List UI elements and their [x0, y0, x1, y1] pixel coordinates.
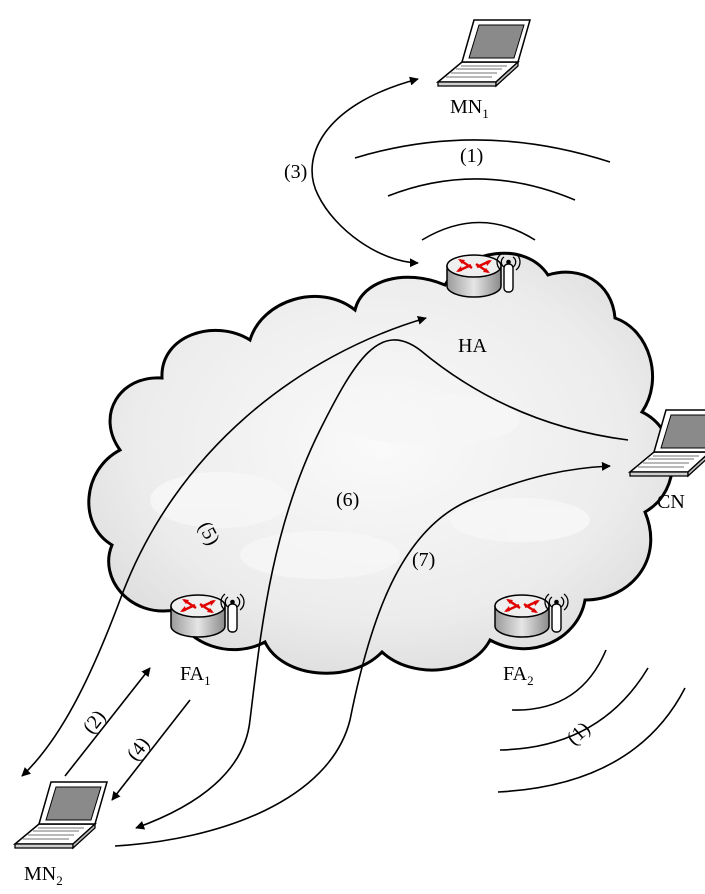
step-label-3: (3) [284, 161, 307, 183]
step-label-1-top: (1) [460, 145, 483, 167]
step-label-4: (4) [123, 733, 155, 765]
flow-step-4 [111, 699, 191, 801]
mn2-laptop [14, 781, 108, 849]
flow-step-6 [135, 339, 629, 830]
fa2-router [493, 592, 570, 639]
fa1-label: FA1 [180, 663, 211, 688]
step-label-2: (2) [79, 706, 111, 738]
flow-step-7 [114, 461, 611, 847]
mn1-laptop [437, 19, 531, 87]
step-label-1-bottom: (1) [563, 718, 595, 750]
wireless-waves-bottom [497, 649, 686, 793]
step-label-6: (6) [336, 489, 359, 511]
ha-router [445, 252, 522, 299]
flow-step-5 [21, 315, 427, 777]
fa1-router [169, 592, 246, 639]
step-label-7: (7) [412, 549, 435, 571]
ha-label: HA [458, 335, 487, 357]
flow-step-2 [64, 667, 151, 777]
mn2-label: MN2 [24, 863, 63, 888]
fa2-label: FA2 [503, 663, 534, 688]
cn-label: CN [657, 491, 685, 513]
flow-step-3 [311, 76, 419, 268]
mn1-label: MN1 [450, 96, 489, 121]
